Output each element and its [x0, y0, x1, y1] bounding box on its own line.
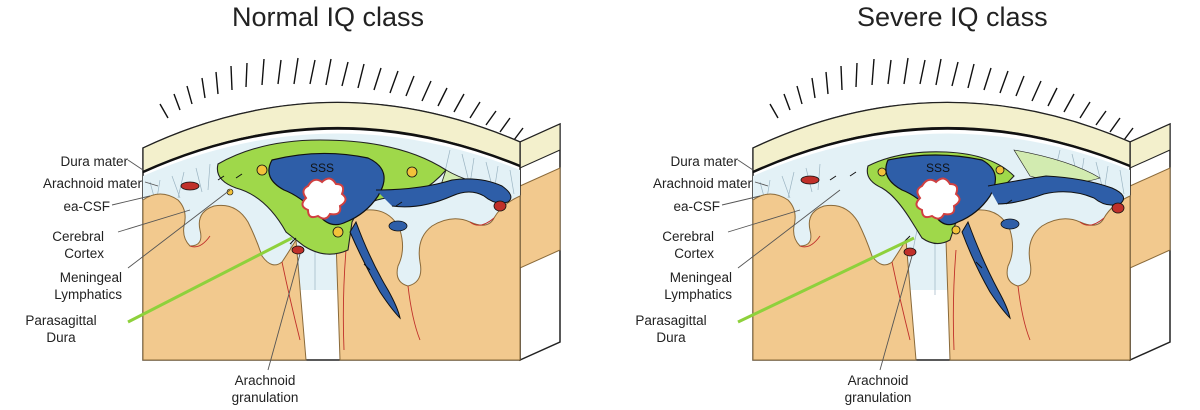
label-parasagittal-line1: Parasagittal: [25, 313, 97, 328]
label-meningeal-lymphatics: Meningeal Lymphatics: [664, 269, 732, 303]
label-meningeal-line1: Meningeal: [59, 270, 122, 285]
label-dura-mater: Dura mater: [670, 154, 738, 169]
label-cerebral-line2: Cortex: [674, 246, 714, 261]
label-dura-mater: Dura mater: [60, 154, 128, 169]
label-arachnoid-mater: Arachnoid mater: [652, 176, 752, 191]
label-cerebral-cortex: Cerebral Cortex: [52, 228, 104, 262]
panel-title: Normal IQ class: [232, 2, 425, 32]
label-cerebral-line1: Cerebral: [662, 229, 714, 244]
label-arachnoid-granulation: Arachnoid granulation: [818, 372, 938, 406]
label-meningeal-line1: Meningeal: [669, 270, 732, 285]
label-parasagittal-line2: Dura: [656, 330, 686, 345]
label-ea-csf: ea-CSF: [63, 199, 110, 214]
label-ea-csf: ea-CSF: [673, 199, 720, 214]
label-arachnoid-mater: Arachnoid mater: [42, 176, 142, 191]
label-meningeal-line2: Lymphatics: [54, 287, 122, 302]
label-arachnoid-granulation: Arachnoid granulation: [205, 372, 325, 406]
label-cerebral-line2: Cortex: [64, 246, 104, 261]
label-parasagittal-line2: Dura: [46, 330, 76, 345]
hair-strands: [769, 57, 1134, 141]
meninges-illustration: SSS: [111, 57, 561, 371]
label-granulation-line2: granulation: [844, 390, 912, 405]
label-meningeal-lymphatics: Meningeal Lymphatics: [54, 269, 122, 303]
label-parasagittal-dura: Parasagittal Dura: [616, 312, 726, 346]
label-parasagittal-line1: Parasagittal: [635, 313, 707, 328]
label-cerebral-line1: Cerebral: [52, 229, 104, 244]
label-parasagittal-dura: Parasagittal Dura: [6, 312, 116, 346]
panel-title: Severe IQ class: [857, 2, 1048, 32]
hair-strands: [159, 57, 524, 141]
sss-label: SSS: [310, 161, 334, 175]
sss-label: SSS: [926, 161, 950, 175]
label-granulation-line1: Arachnoid: [234, 373, 296, 388]
panel-severe-iq: Severe IQ class: [600, 0, 1200, 410]
label-granulation-line2: granulation: [231, 390, 299, 405]
label-granulation-line1: Arachnoid: [847, 373, 909, 388]
label-cerebral-cortex: Cerebral Cortex: [662, 228, 714, 262]
panel-normal-iq: Normal IQ class: [6, 2, 561, 406]
label-meningeal-line2: Lymphatics: [664, 287, 732, 302]
meninges-illustration: SSS: [721, 57, 1171, 371]
